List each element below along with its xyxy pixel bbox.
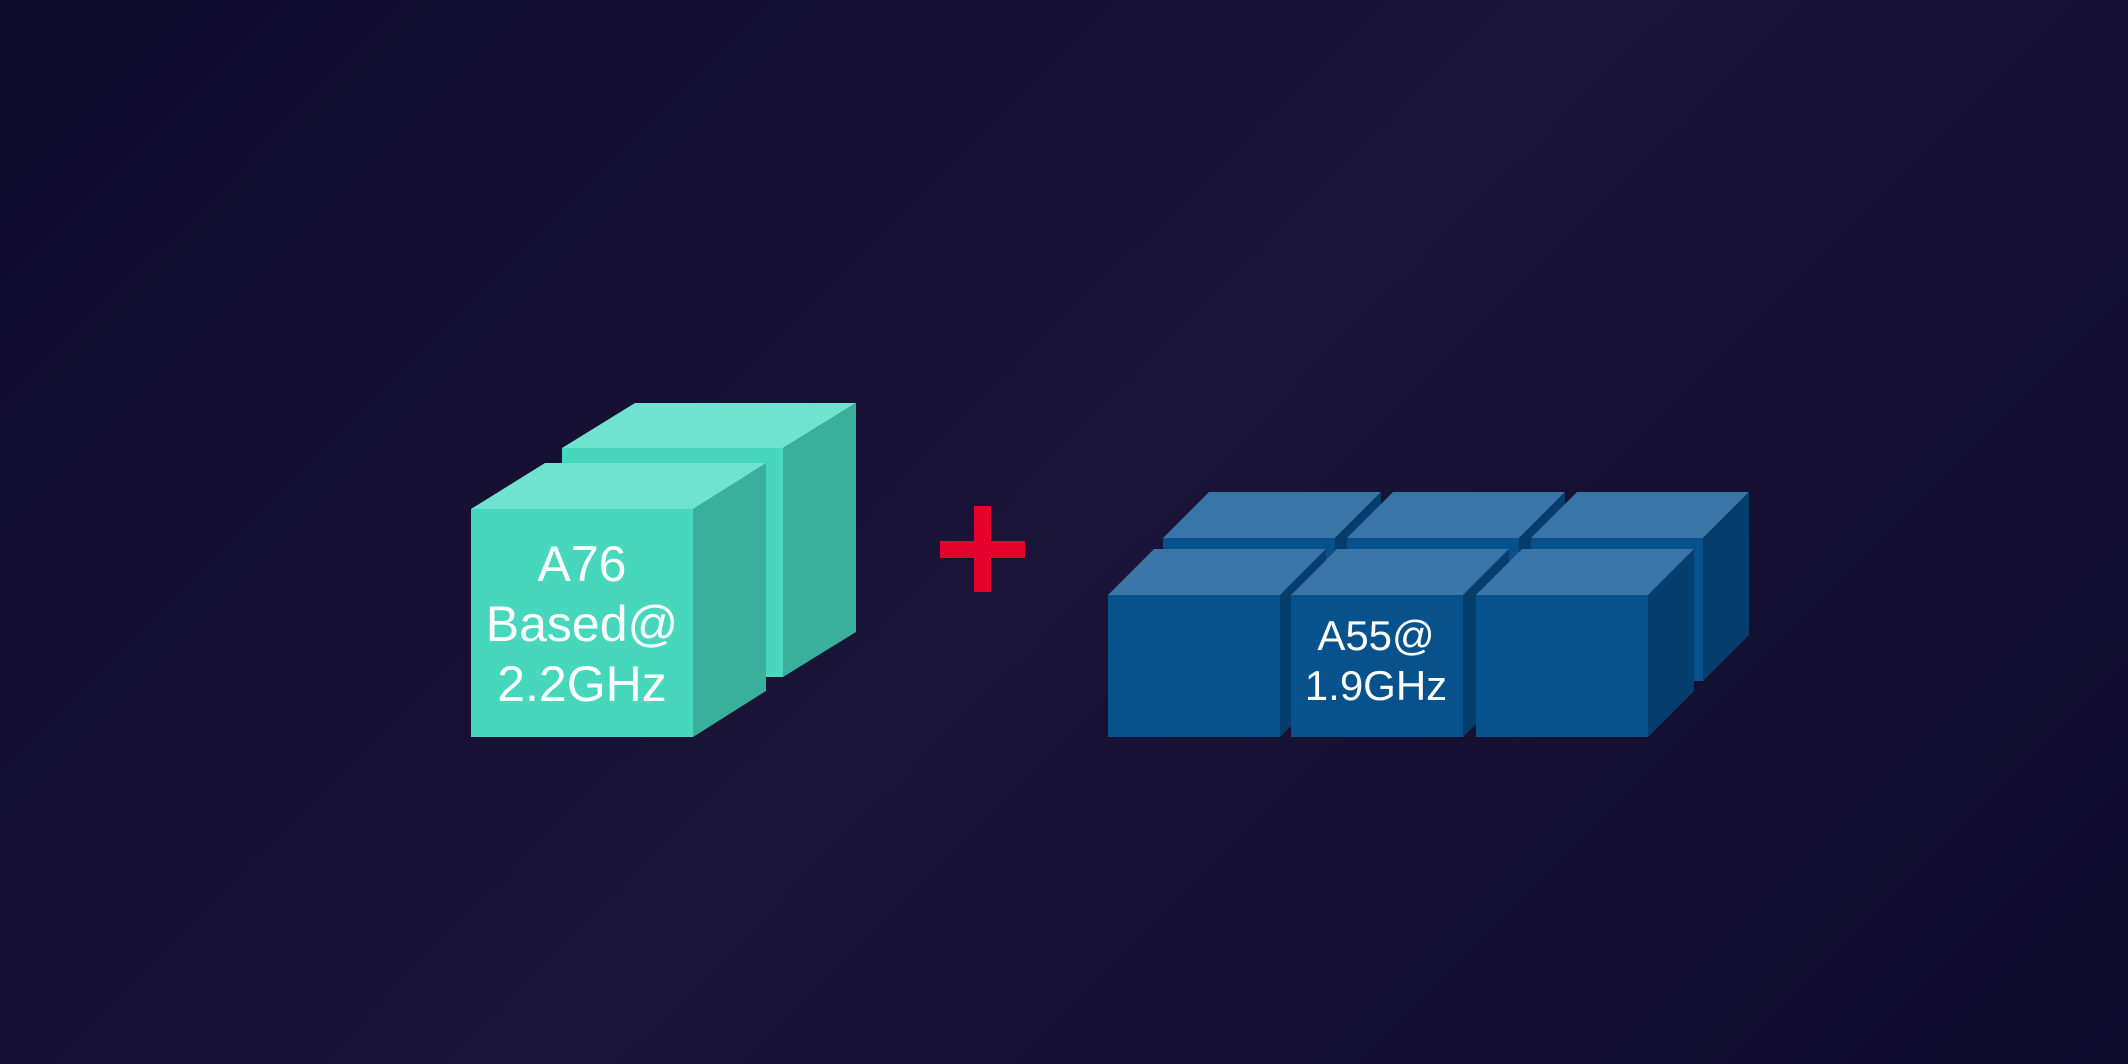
little-core-front-1-top — [1108, 549, 1326, 595]
little-core-label-line1: A55@ — [1317, 612, 1435, 659]
big-core-back-top — [562, 403, 856, 448]
little-core-back-3-top — [1531, 492, 1749, 538]
little-core-front-3-side — [1648, 549, 1694, 737]
little-core-front-3 — [1476, 549, 1694, 737]
little-core-back-3-side — [1703, 492, 1749, 681]
little-core-front-3-front — [1476, 595, 1648, 737]
plus-icon — [940, 506, 1025, 592]
little-core-front-1-front — [1108, 595, 1280, 737]
big-core-front-side — [693, 463, 766, 737]
big-core-label-line1: A76 — [537, 536, 627, 592]
little-core-back-1-top — [1163, 492, 1381, 538]
little-core-label: A55@ 1.9GHz — [1291, 611, 1461, 711]
little-core-front-2-front — [1291, 595, 1463, 737]
big-core-back-side — [783, 403, 856, 677]
little-core-front-2-top — [1291, 549, 1509, 595]
big-core-front — [471, 463, 766, 737]
plus-horizontal-bar — [940, 541, 1025, 558]
big-core-front-top — [471, 463, 766, 509]
little-core-back-2-top — [1347, 492, 1565, 538]
little-core-front-3-top — [1476, 549, 1694, 595]
big-core-label: A76 Based@ 2.2GHz — [471, 534, 693, 714]
little-core-label-line2: 1.9GHz — [1304, 662, 1448, 709]
big-core-label-line3: 2.2GHz — [497, 656, 667, 712]
big-core-label-line2: Based@ — [485, 596, 679, 652]
big-core-front-front — [471, 509, 693, 737]
